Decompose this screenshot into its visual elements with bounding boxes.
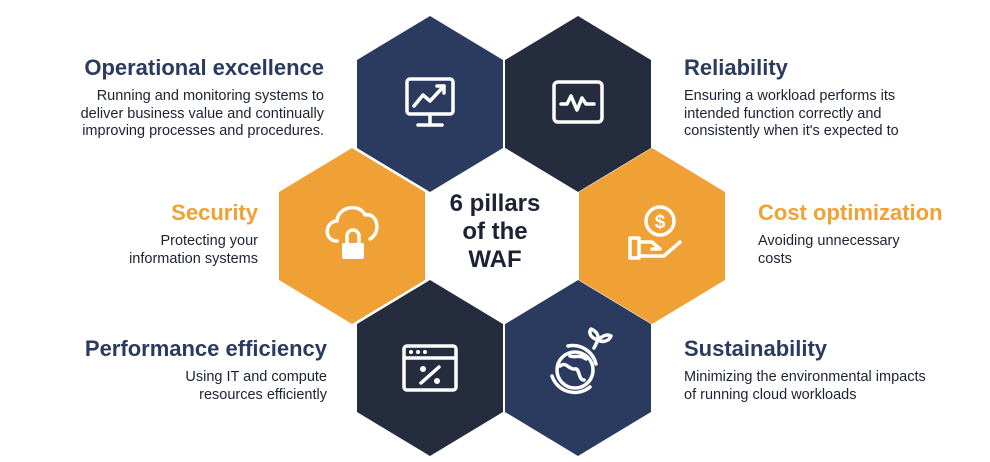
pillar-desc-sustainability: Minimizing the environmental impacts of … [684, 369, 926, 403]
hexagon-security [279, 148, 425, 324]
pillar-cost-optimization: Cost optimization Avoiding unnecessary c… [758, 200, 943, 268]
pillar-title-cost-optimization: Cost optimization [758, 200, 943, 225]
hexagon-operational-excellence [357, 16, 503, 192]
pillar-sustainability: Sustainability Minimizing the environmen… [684, 336, 926, 404]
monitor-chart-icon [405, 77, 455, 127]
cloud-lock-icon [325, 205, 379, 259]
pillar-security: Security Protecting your information sys… [129, 200, 258, 268]
pillar-reliability: Reliability Ensuring a workload performs… [684, 55, 899, 141]
pillar-title-security: Security [171, 200, 258, 225]
pillar-desc-cost-optimization: Avoiding unnecessary costs [758, 233, 900, 267]
pillar-operational-excellence: Operational excellence Running and monit… [81, 55, 324, 141]
browser-percent-icon [402, 344, 458, 392]
pillar-title-operational-excellence: Operational excellence [84, 55, 324, 80]
center-title: 6 pillars of the WAF [449, 190, 541, 273]
money-hand-icon [628, 205, 682, 260]
pillar-performance-efficiency: Performance efficiency Using IT and comp… [85, 336, 327, 404]
pillar-desc-performance-efficiency: Using IT and compute resources efficient… [185, 369, 327, 403]
hexagon-cost-optimization [579, 148, 725, 324]
pillar-title-reliability: Reliability [684, 55, 788, 80]
pillar-title-sustainability: Sustainability [684, 336, 828, 361]
browser-dots [409, 350, 440, 384]
hexagon-center [432, 148, 578, 324]
heartbeat-screen-icon [552, 80, 604, 124]
pillar-desc-security: Protecting your information systems [129, 233, 258, 267]
dollar-sign: $ [655, 212, 666, 233]
pillar-desc-reliability: Ensuring a workload performs its intende… [684, 88, 899, 139]
pillar-desc-operational-excellence: Running and monitoring systems to delive… [80, 88, 324, 139]
globe-sprout-icon [550, 327, 613, 395]
hexagon-sustainability [505, 280, 651, 456]
pillar-title-performance-efficiency: Performance efficiency [84, 336, 327, 361]
hexagon-performance-efficiency [357, 280, 503, 456]
